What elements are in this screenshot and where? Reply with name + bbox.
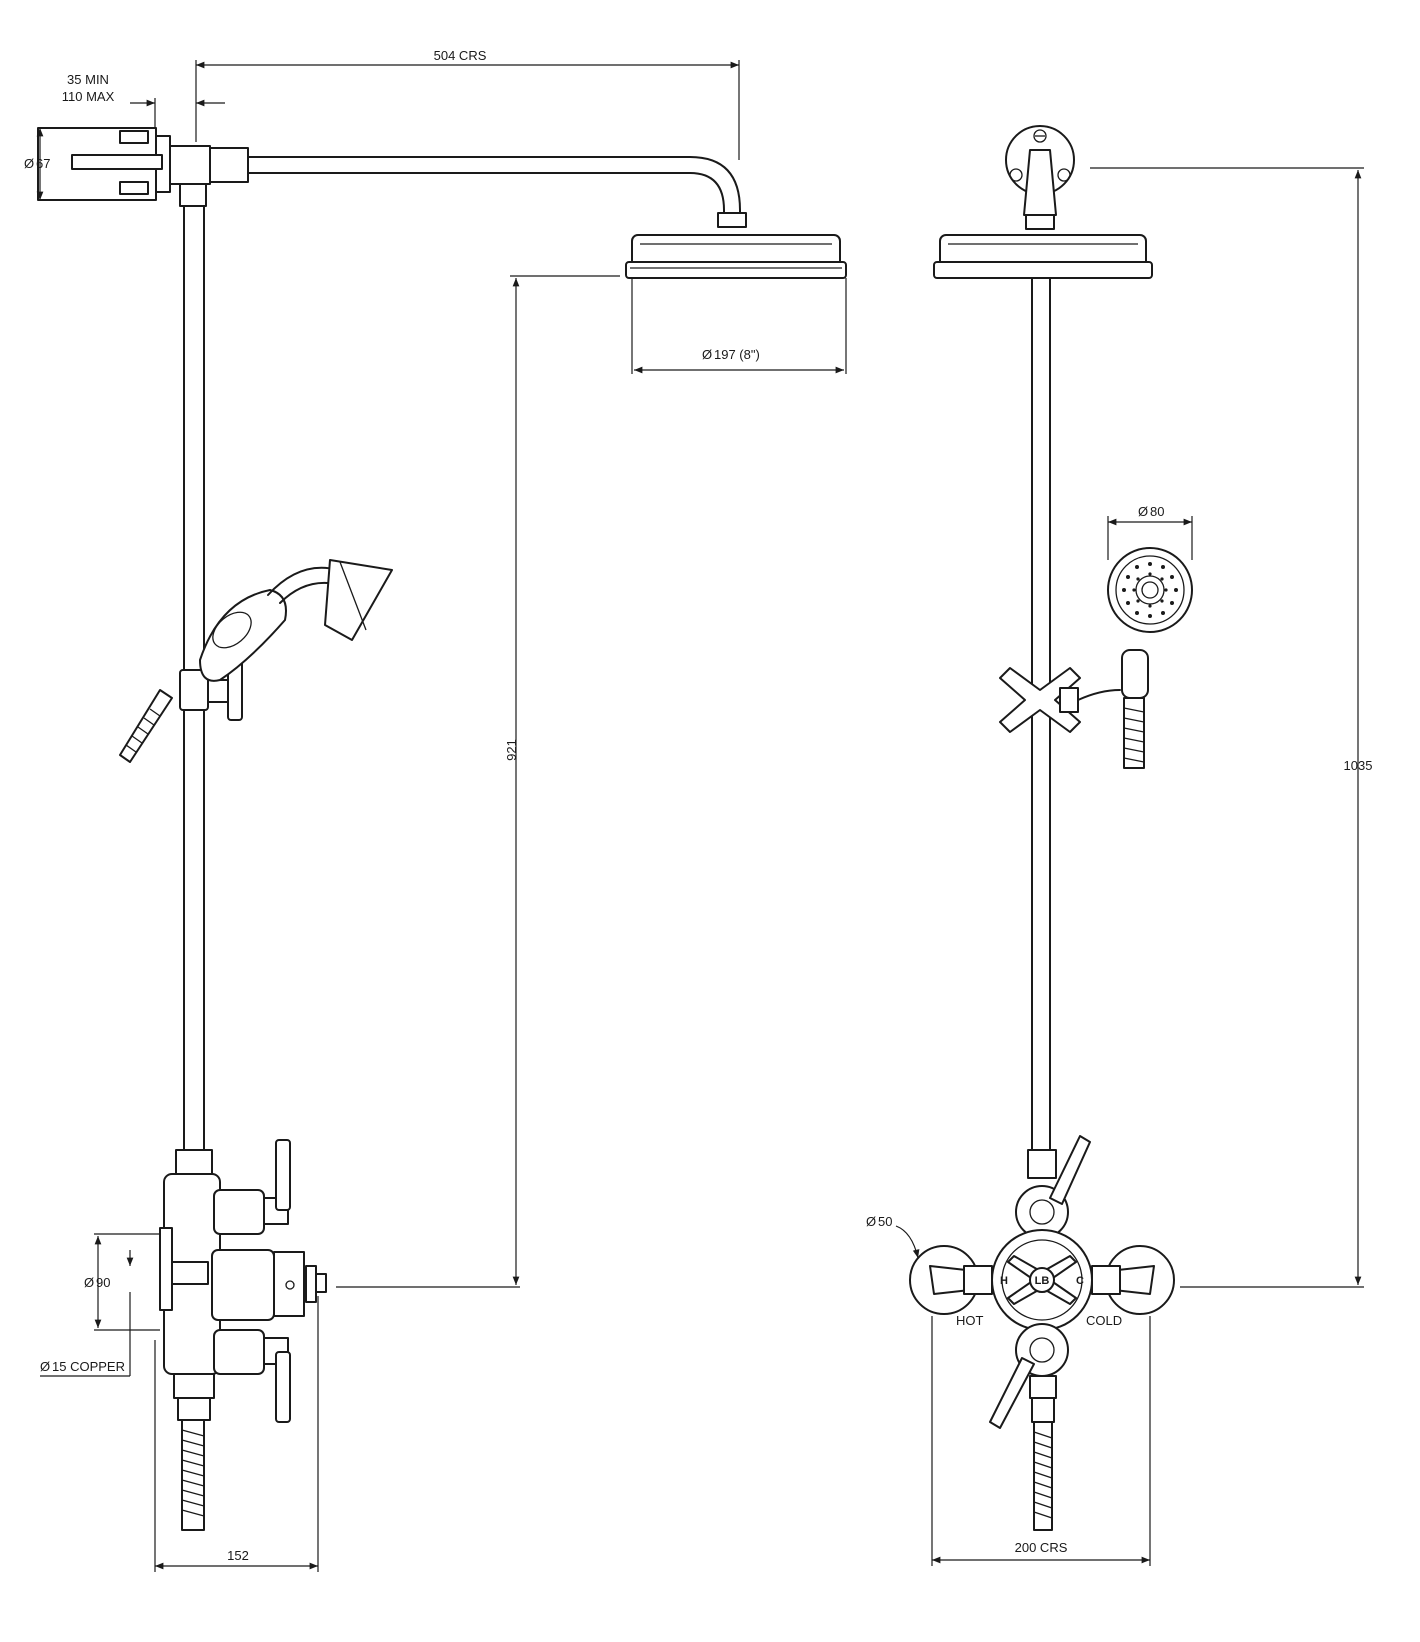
dim-dia-90: 90 <box>96 1275 110 1290</box>
dim-921: 921 <box>504 739 519 761</box>
label-cold: COLD <box>1086 1313 1122 1328</box>
wall-flange-top <box>37 127 171 201</box>
spray-nozzles <box>1122 562 1178 618</box>
dim-35-min: 35 MIN <box>67 72 109 87</box>
dim-dia-symbol-50: Ø <box>866 1214 876 1229</box>
dim-110-max: 110 MAX <box>62 89 115 104</box>
dim-dia-symbol-80: Ø <box>1138 504 1148 519</box>
dim-dia-symbol-15: Ø <box>40 1359 50 1374</box>
valve-body-front: LB H C <box>909 1135 1175 1531</box>
dim-dia-symbol-90: Ø <box>84 1275 94 1290</box>
handset-front <box>999 547 1193 769</box>
shower-head-side <box>625 234 847 279</box>
label-hot: HOT <box>956 1313 984 1328</box>
front-view: LB H C <box>909 125 1193 1531</box>
dim-dia-symbol-67: Ø <box>24 156 34 171</box>
hot-mark: H <box>1000 1275 1008 1287</box>
wall-bracket-front <box>1005 125 1075 230</box>
dim-504-crs: 504 CRS <box>434 48 487 63</box>
cold-mark: C <box>1076 1275 1084 1287</box>
side-view <box>37 127 847 1531</box>
dim-dia-50: 50 <box>878 1214 892 1229</box>
shower-head-front <box>933 234 1153 279</box>
dim-15-copper: 15 COPPER <box>52 1359 125 1374</box>
logo-mark: LB <box>1035 1275 1050 1287</box>
dim-dia-80: 80 <box>1150 504 1164 519</box>
dim-dia-67: 67 <box>36 156 50 171</box>
dim-200-crs: 200 CRS <box>1015 1540 1068 1555</box>
valve-body-side <box>159 1139 327 1531</box>
handset-side <box>119 559 393 763</box>
dimension-lines: 504 CRS 35 MIN 110 MAX Ø 67 Ø 197 (8") 9… <box>24 48 1372 1572</box>
shower-arm <box>169 145 747 228</box>
dim-dia-197: 197 (8") <box>714 347 760 362</box>
dim-dia-symbol-197: Ø <box>702 347 712 362</box>
dim-1035: 1035 <box>1344 758 1373 773</box>
dim-152: 152 <box>227 1548 249 1563</box>
